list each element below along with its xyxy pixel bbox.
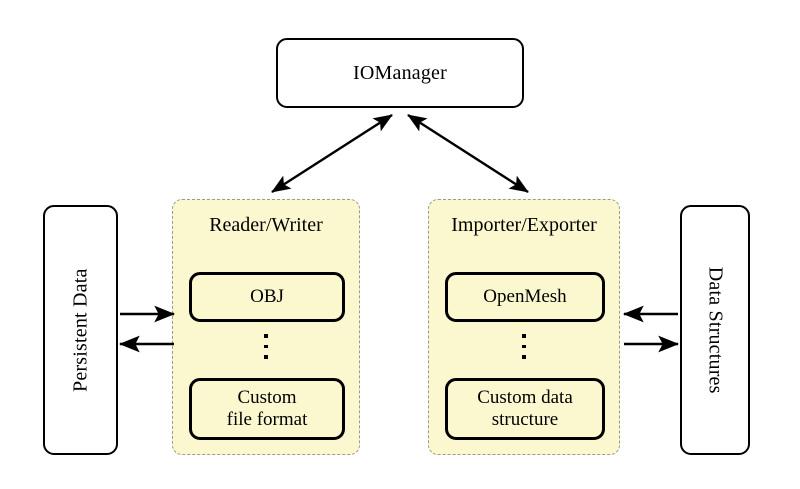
group-reader-writer: Reader/Writer OBJ Custom file format [172, 199, 360, 455]
ellipsis-dot [264, 344, 268, 348]
ellipsis-dot [522, 334, 526, 338]
node-openmesh-label: OpenMesh [483, 285, 567, 307]
ellipsis-dot [264, 355, 268, 359]
label-line-1: Custom [237, 386, 297, 408]
node-obj-label: OBJ [250, 285, 284, 307]
arrow-iomanager-importer-exporter [407, 113, 529, 194]
ellipsis-dot [264, 334, 268, 338]
node-data-structures: Data Structures [680, 205, 750, 455]
label-line-2: file format [226, 409, 308, 430]
node-custom-file-format-label: Custom file format [227, 387, 308, 431]
group-reader-writer-title: Reader/Writer [209, 214, 323, 236]
ellipsis-dot [522, 344, 526, 348]
node-iomanager-label: IOManager [353, 61, 447, 84]
label-line-1: Custom data [477, 386, 573, 408]
ellipsis-reader-writer [173, 334, 359, 359]
node-obj: OBJ [189, 272, 345, 322]
ellipsis-dot [522, 355, 526, 359]
node-custom-data-structure: Custom data structure [445, 378, 605, 440]
node-iomanager: IOManager [276, 38, 524, 108]
arrow-iomanager-reader-writer [271, 113, 393, 194]
node-custom-data-structure-label: Custom data structure [477, 387, 573, 431]
group-importer-exporter: Importer/Exporter OpenMesh Custom data s… [428, 199, 620, 455]
node-data-structures-label: Data Structures [704, 266, 727, 394]
ellipsis-importer-exporter [429, 334, 619, 359]
node-persistent-data: Persistent Data [43, 205, 118, 455]
node-persistent-data-label: Persistent Data [69, 268, 92, 392]
group-importer-exporter-title: Importer/Exporter [451, 214, 597, 236]
node-openmesh: OpenMesh [445, 272, 605, 322]
label-line-2: structure [491, 409, 559, 430]
node-custom-file-format: Custom file format [189, 378, 345, 440]
